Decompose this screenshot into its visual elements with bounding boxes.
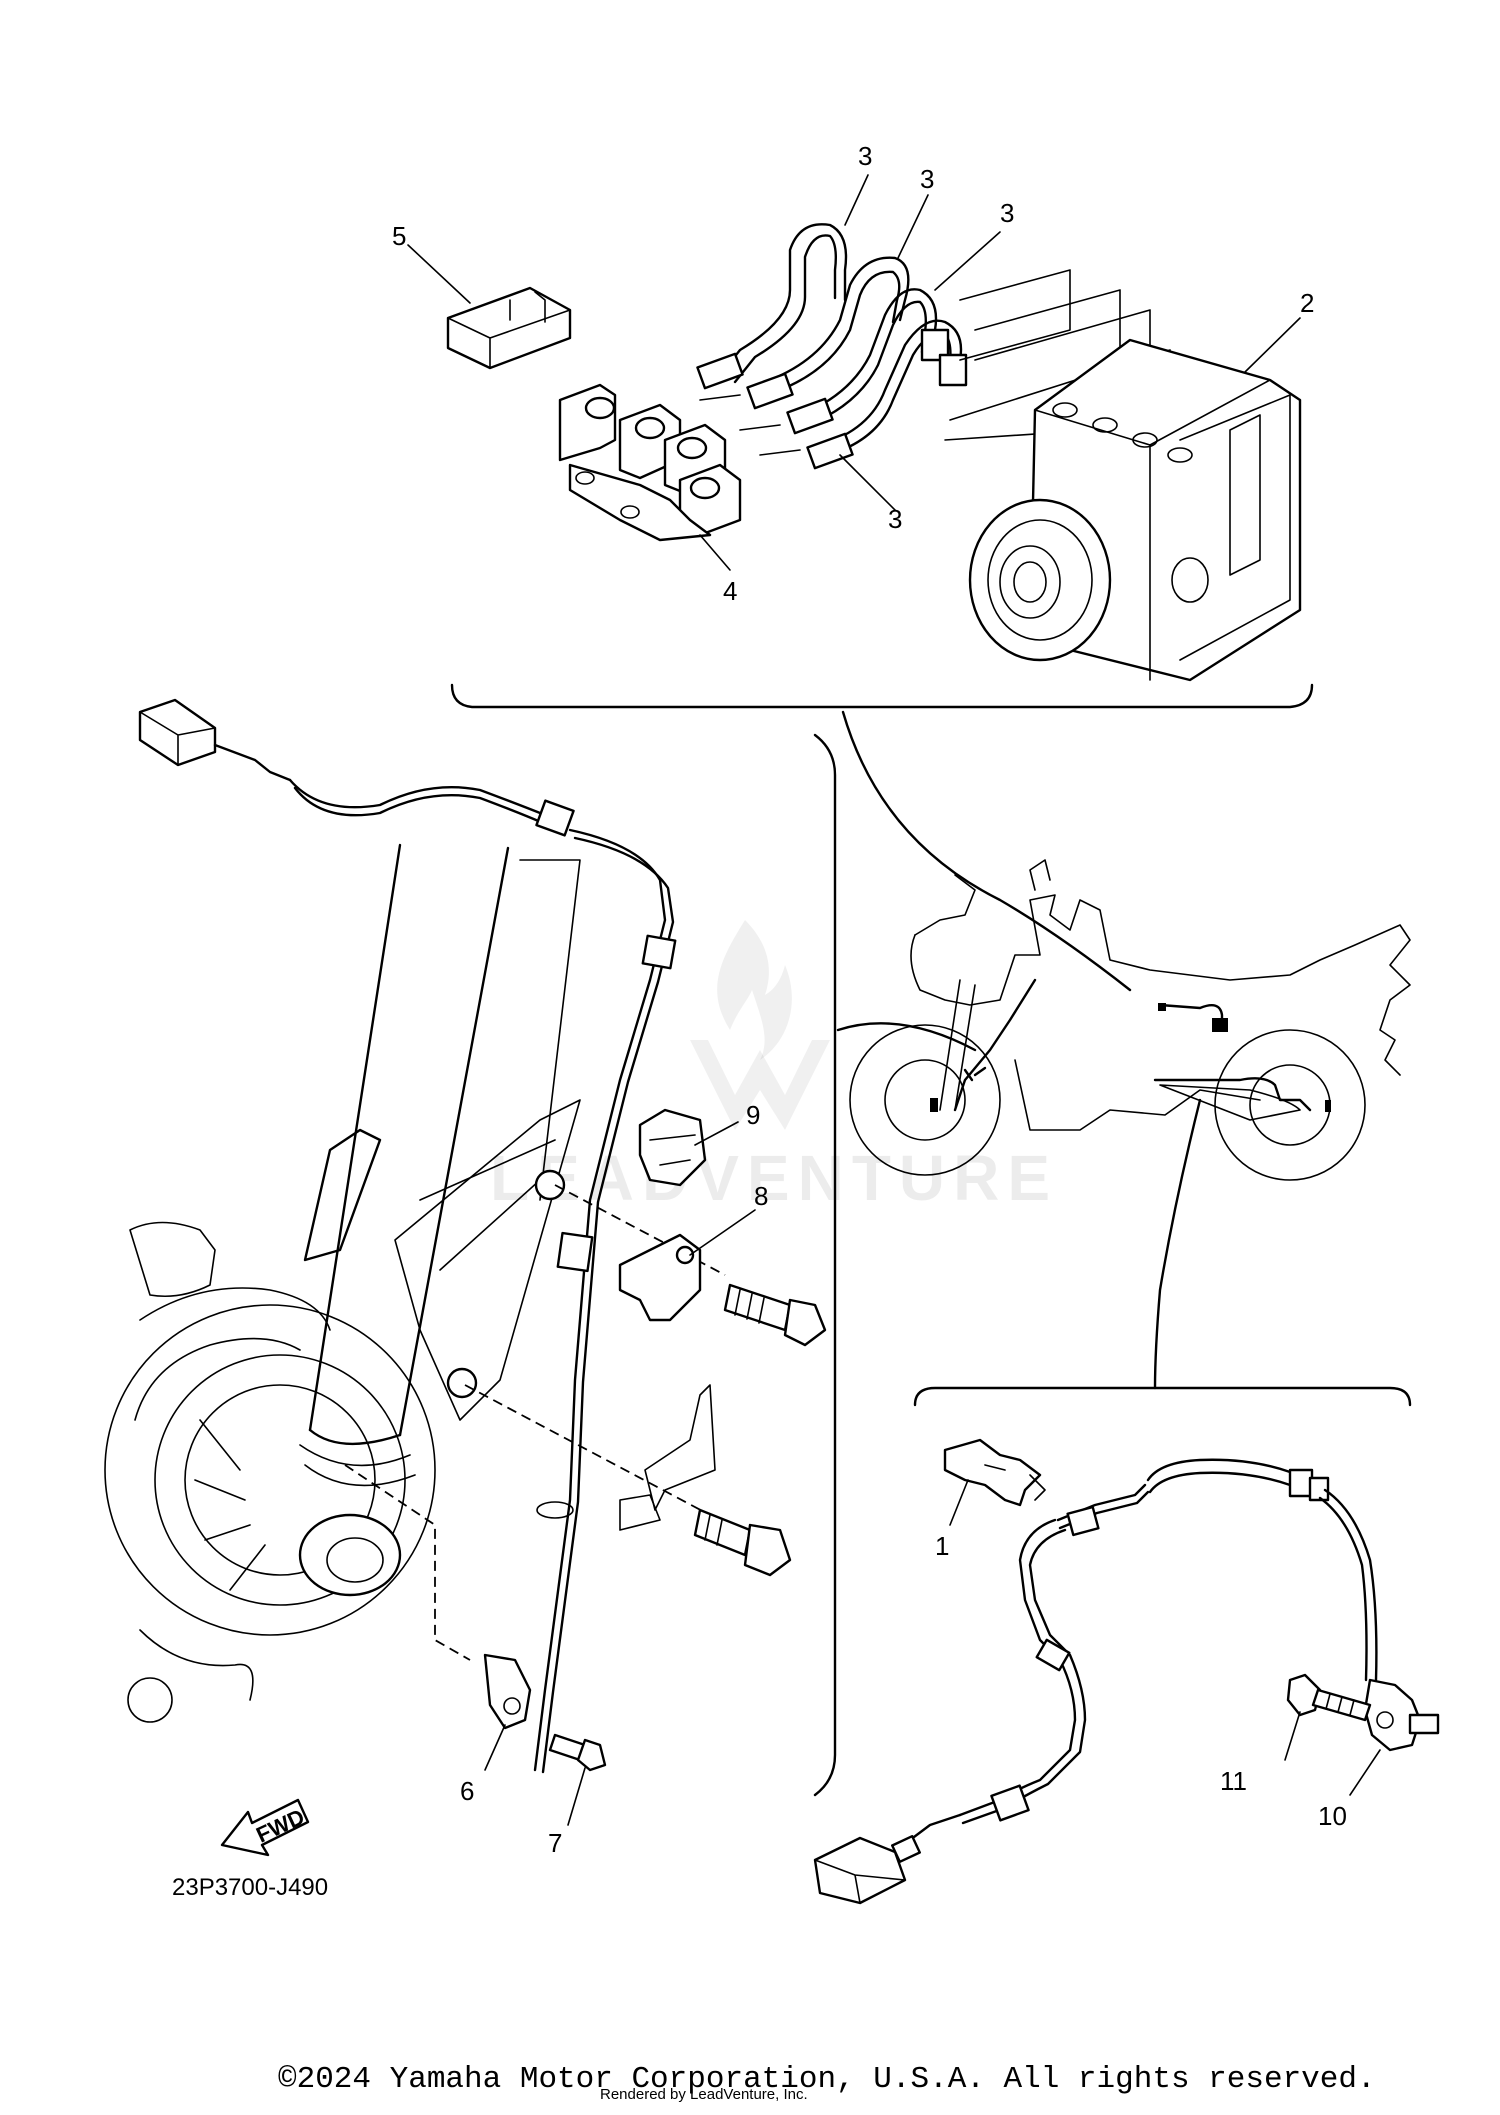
callout-3b: 3: [920, 164, 934, 194]
lower-right-bracket: [913, 1386, 1412, 1407]
leader-to-bike: [836, 1022, 977, 1052]
joint-block-part-4: [558, 383, 742, 542]
callout-3a: 3: [858, 141, 872, 171]
front-fork: [299, 843, 581, 1487]
callouts-right: 1 11 10: [935, 1479, 1381, 1831]
front-wheel-hub: [104, 1221, 436, 1723]
callout-3d: 3: [888, 504, 902, 534]
brake-pipes-part-3: [696, 223, 968, 470]
callout-7: 7: [548, 1828, 562, 1858]
watermark-logo: LEADVENTURE: [490, 920, 1058, 1214]
rendered-by-text: Rendered by LeadVenture, Inc.: [600, 2086, 808, 2103]
callout-5: 5: [392, 221, 406, 251]
motorcycle-silhouette: [849, 859, 1411, 1181]
callout-6: 6: [460, 1776, 474, 1806]
callouts-top: 3 3 3 3 5 2 4: [392, 141, 1314, 606]
rear-wheel-sensor-part-10: [1363, 1678, 1440, 1752]
wheel-sensor-part-6: [483, 1653, 532, 1730]
bracket-part-8: [618, 1233, 702, 1322]
coupler-part-5: [446, 286, 572, 370]
callout-3c: 3: [1000, 198, 1014, 228]
callout-2: 2: [1300, 288, 1314, 318]
drawing-code: 23P3700-J490: [172, 1874, 328, 1901]
callout-4: 4: [723, 576, 737, 606]
abs-hydraulic-unit-part-2: [968, 338, 1302, 682]
callout-1: 1: [935, 1531, 949, 1561]
bolt-upper: [723, 1283, 827, 1347]
bracket-lower: [619, 1384, 716, 1531]
fwd-arrow: FWD: [220, 1798, 310, 1857]
leader-to-abs-unit: [841, 710, 1132, 992]
callout-10: 10: [1318, 1801, 1347, 1831]
bolt-lower: [693, 1508, 792, 1577]
bolt-part-7: [548, 1733, 607, 1772]
clip-part-9: [638, 1108, 707, 1187]
leader-to-rear-sensor: [1153, 1098, 1202, 1390]
callout-11: 11: [1220, 1766, 1247, 1796]
callouts-left: 9 8 6 7: [460, 1100, 768, 1858]
rear-sensor-lead: [813, 1458, 1378, 1905]
front-sensor-lead: [138, 698, 677, 1774]
right-bracket-line: [813, 733, 837, 1797]
top-bracket-line: [450, 683, 1314, 709]
clamp-part-1: [943, 1438, 1046, 1507]
callout-8: 8: [754, 1181, 768, 1211]
watermark-text: LEADVENTURE: [490, 1142, 1058, 1214]
bolt-part-11: [1286, 1673, 1372, 1722]
copyright-text: ©2024 Yamaha Motor Corporation, U.S.A. A…: [278, 2062, 1376, 2097]
callout-9: 9: [746, 1100, 760, 1130]
